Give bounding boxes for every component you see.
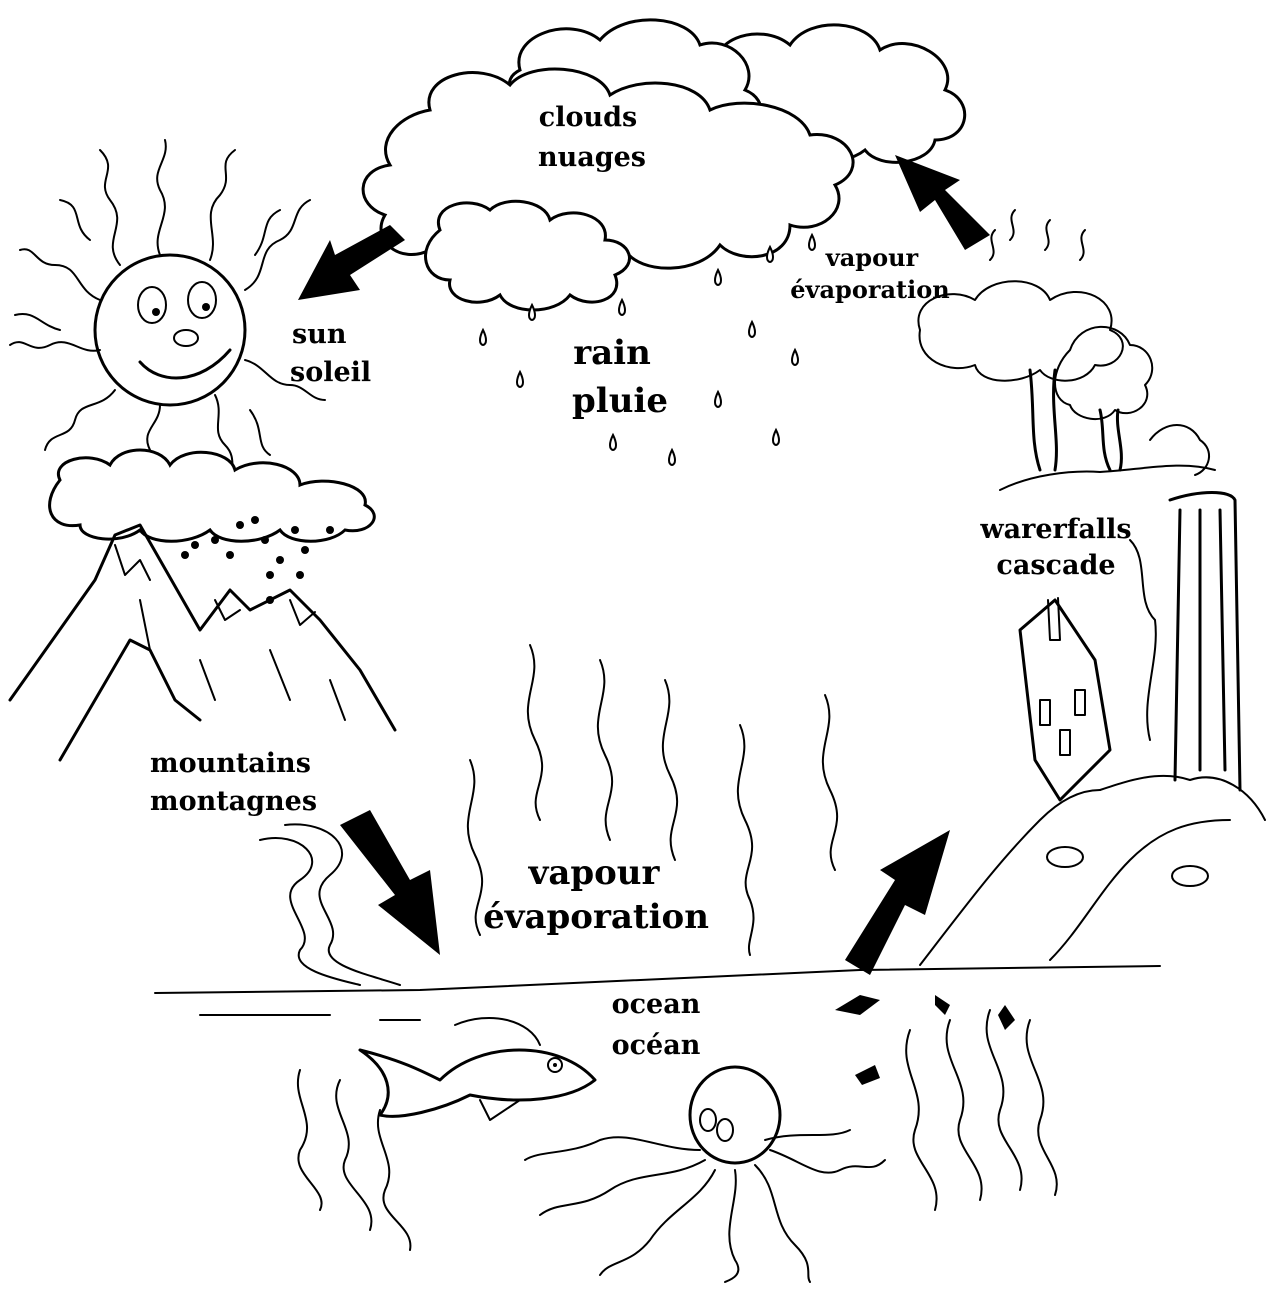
label-vapour-ocean-en: vapour [528,853,661,893]
label-waterfalls-en: warerfalls [979,514,1131,545]
label-ocean-en: ocean [612,989,701,1020]
arrow-mountains-to-ocean [340,810,440,955]
label-rain: rain pluie [572,333,668,421]
label-mountains-en: mountains [150,748,311,779]
arrow-trees-to-clouds [895,155,990,250]
label-vapour-trees-en: vapour [825,243,919,272]
label-clouds-en: clouds [539,102,637,133]
label-mountains: mountains montagnes [150,748,317,817]
mountains-illustration [10,525,395,760]
house-illustration [1020,598,1110,800]
seaweed-right [906,1010,1057,1210]
arrow-ocean-to-waterfall [845,830,950,975]
label-ocean: ocean océan [612,989,701,1061]
octopus-illustration [525,1067,885,1282]
label-sun-fr: soleil [290,357,371,388]
label-mountains-fr: montagnes [150,786,317,817]
arrow-clouds-to-sun [298,225,405,300]
sun-illustration [10,140,325,495]
label-sun: sun soleil [290,319,371,388]
trees-illustration [918,210,1215,490]
label-waterfalls: warerfalls cascade [979,514,1131,581]
label-waterfalls-fr: cascade [996,550,1115,581]
label-vapour-ocean-fr: évaporation [483,897,709,937]
label-vapour-trees-fr: évaporation [790,275,949,304]
label-ocean-fr: océan [612,1030,701,1061]
label-rain-fr: pluie [572,381,668,421]
label-sun-en: sun [292,319,347,350]
label-rain-en: rain [573,333,651,373]
label-clouds-fr: nuages [538,142,646,173]
label-vapour-ocean: vapour évaporation [483,853,709,937]
seaweed-left [298,1070,411,1250]
label-vapour-trees: vapour évaporation [790,243,949,304]
fish-illustration [360,1018,595,1120]
snow-cloud-illustration [50,450,375,604]
